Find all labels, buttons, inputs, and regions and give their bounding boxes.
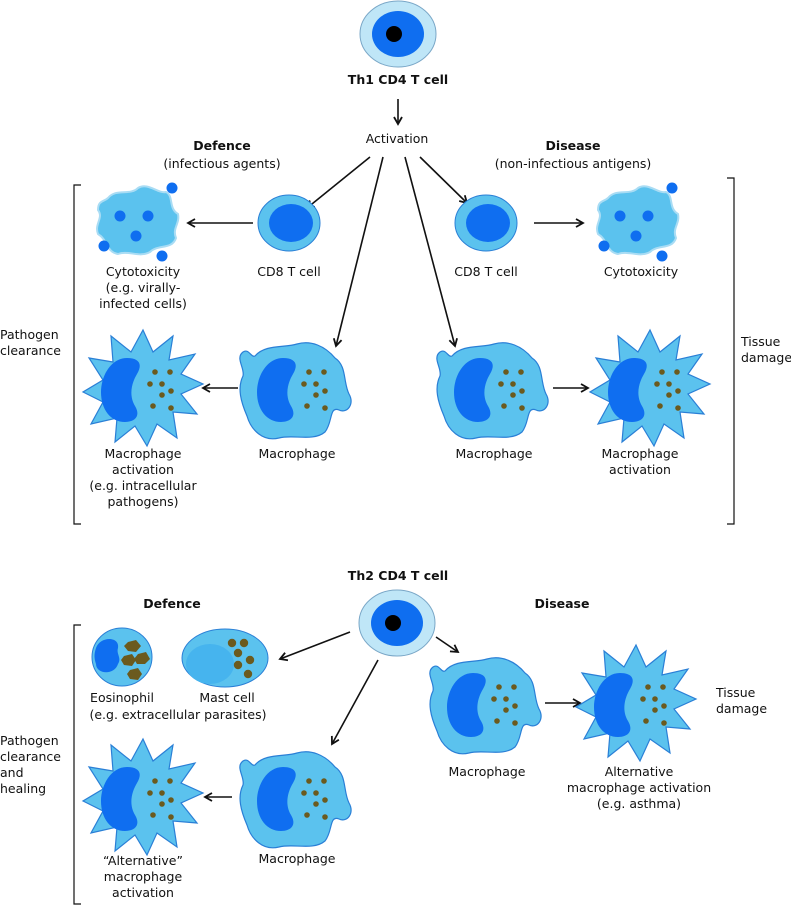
mast-cell-icon [181, 628, 269, 688]
pathogen-clearance-label: Pathogen clearance [0, 327, 61, 358]
arrow-activation-to-cd8-left [305, 156, 371, 210]
macrophage-th2-left-label: Macrophage [258, 851, 336, 866]
cytotoxicity-right-label: Cytotoxicity [603, 264, 679, 279]
tissue-damage-label: Tissue damage [741, 334, 791, 365]
th2-cd4-t-cell-icon [358, 589, 436, 657]
macrophage-activation-left-label: Macrophage activation (e.g. intracellula… [89, 446, 197, 509]
th1-disease-heading: Disease [545, 138, 601, 153]
bracket-tissue-damage [727, 177, 735, 525]
arrow-activation-to-macrophage-left [332, 156, 384, 348]
cytotoxic-target-cell-right-icon [596, 181, 680, 263]
th1-cd4-t-cell-icon [359, 0, 437, 68]
macrophage-right-icon [437, 343, 548, 439]
alt-activated-macrophage-right-icon [576, 645, 696, 761]
pathogen-clearance-healing-label: Pathogen clearance and healing [0, 733, 61, 796]
bracket-pathogen-clearance [73, 184, 81, 525]
macrophage-left-icon [240, 343, 351, 439]
th2-disease-heading: Disease [534, 596, 590, 611]
macrophage-right-label: Macrophage [455, 446, 533, 461]
cd8-t-cell-left-icon [257, 194, 321, 252]
macrophage-th2-right-label: Macrophage [448, 764, 526, 779]
cd8-t-cell-left-label: CD8 T cell [257, 264, 321, 279]
cytotoxic-target-cell-left-icon [96, 181, 180, 263]
bracket-pathogen-clearance-healing [73, 624, 81, 905]
cd8-t-cell-right-label: CD8 T cell [454, 264, 518, 279]
cd8-t-cell-right-icon [454, 194, 518, 252]
alt-activation-right-label: Alternative macrophage activation (e.g. … [566, 764, 712, 811]
arrow-th2-to-macrophage-right [435, 636, 460, 654]
tissue-damage-th2-label: Tissue damage [716, 685, 768, 716]
arrow-th2-to-macrophage-left [330, 659, 379, 746]
th1-disease-subheading: (non-infectious antigens) [494, 156, 652, 171]
th2-title: Th2 CD4 T cell [347, 568, 449, 583]
macrophage-th2-right-icon [430, 658, 541, 754]
arrow-activation-to-macrophage-right [404, 156, 458, 348]
th2-defence-heading: Defence [143, 596, 201, 611]
eosinophil-label: Eosinophil [90, 690, 154, 705]
granulocyte-example-label: (e.g. extracellular parasites) [89, 707, 267, 722]
arrow-th2-to-mast-cell [278, 631, 351, 662]
arrow-activation-to-cd8-right [419, 156, 469, 205]
alt-activation-left-label: “Alternative” macrophage activation [103, 853, 183, 900]
macrophage-left-label: Macrophage [258, 446, 336, 461]
eosinophil-icon [91, 627, 153, 687]
alt-activated-macrophage-left-icon [83, 739, 203, 855]
th1-defence-subheading: (infectious agents) [163, 156, 281, 171]
macrophage-th2-left-icon [240, 752, 351, 848]
activated-macrophage-right-icon [590, 330, 710, 446]
cytotoxicity-left-label: Cytotoxicity (e.g. virally- infected cel… [99, 264, 187, 311]
th1-defence-heading: Defence [193, 138, 251, 153]
activation-label: Activation [365, 131, 429, 146]
th1-title: Th1 CD4 T cell [347, 72, 449, 87]
macrophage-activation-right-label: Macrophage activation [601, 446, 679, 477]
activated-macrophage-left-icon [83, 330, 203, 446]
mast-cell-label: Mast cell [199, 690, 255, 705]
